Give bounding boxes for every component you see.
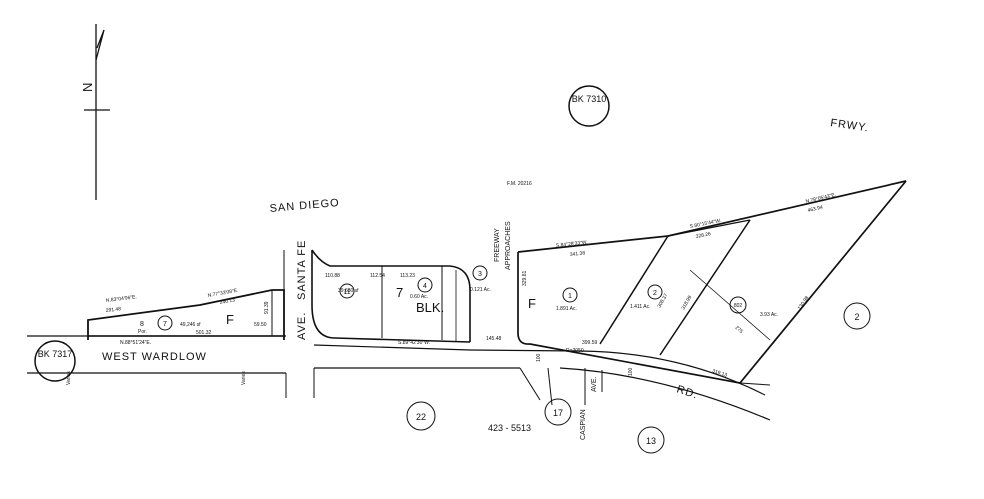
sheet-badge-bk7317 (34, 340, 76, 382)
bearing-b5: S.80°15'44"W. (689, 218, 722, 230)
bk-label-current: BK 7310 (572, 94, 607, 104)
street-ave: AVE. (296, 312, 308, 340)
distance-d15: 319.13 (711, 368, 728, 378)
adjacent-page-13: 13 (646, 436, 656, 446)
note-varies-1: Varies (66, 371, 72, 385)
bearing-b6: N.78°05'43"E. (805, 192, 837, 205)
parcel-4-area: 0.60 Ac. (410, 294, 428, 300)
street-approaches: APPROACHES (505, 221, 512, 270)
street-caspian: CASPIAN (580, 409, 587, 440)
parcel-802-area: 3.93 Ac. (760, 312, 778, 318)
parcel-802-number: 802 (734, 303, 743, 309)
street-rd: RD. (675, 383, 700, 401)
block-f-east: F (528, 296, 536, 311)
bearing-b3-dist: 501.32 (196, 330, 212, 336)
bearing-b1: N.83°04'06"E. (106, 294, 138, 304)
north-arrow-icon (84, 24, 110, 200)
distance-d1: 59.50 (254, 322, 267, 328)
bearing-b1-dist: 291.48 (106, 306, 122, 314)
parcel-3-area: 0.121 Ac. (470, 287, 491, 293)
parcel-1-number: 1 (568, 293, 572, 300)
bearing-b7: S.89°42'30"W. (398, 340, 430, 346)
street-san-diego: SAN DIEGO (269, 197, 340, 215)
distance-d6: R=2050 (566, 348, 584, 354)
distance-d7: 399.59 (582, 340, 598, 346)
distance-d2: 91.39 (264, 301, 270, 314)
parcel-8-number: 8 (140, 321, 144, 328)
bearing-b7-dist: 145.48 (486, 336, 502, 342)
sheet-badge-bk7310 (568, 85, 610, 127)
bearing-b4: S.84°28'33"W. (556, 240, 588, 249)
adjacent-page-17: 17 (553, 408, 563, 418)
street-santa-fe: SANTA FE (296, 240, 308, 300)
bearing-b6-dist: 463.94 (807, 205, 823, 214)
bearing-b3: N.88°51'24"E. (120, 340, 151, 346)
note-varies-2: Varies (241, 371, 247, 385)
bearing-b4-dist: 341.38 (570, 250, 586, 258)
parcel-3-number: 3 (478, 271, 482, 278)
adjacent-page-22: 22 (416, 412, 426, 422)
block-f-west: F (226, 312, 234, 327)
north-label: N (80, 83, 95, 92)
blk-number: 7 (396, 285, 403, 300)
bk-label-west: BK 7317 (38, 349, 73, 359)
street-caspian-ave: AVE. (591, 377, 598, 392)
distance-d11: 130.98 (797, 295, 811, 311)
bearing-b5-dist: 328.26 (695, 231, 711, 240)
bearing-b2: N.77°33'08"E. (207, 288, 239, 299)
bearing-b2-dist: 240.13 (219, 297, 235, 306)
street-lines (27, 335, 771, 421)
parcel-2-area: 1.411 Ac. (630, 304, 650, 310)
parcel-circles (157, 265, 747, 331)
tract-reference: 423 - 5513 (488, 423, 531, 433)
distance-d8: 308.37 (657, 293, 670, 309)
parcel-1-area: 1.891 Ac. (556, 306, 577, 312)
parcel-4-number: 4 (423, 283, 427, 290)
parcel-8-por: Por. (138, 329, 147, 335)
parcel-11-area: 39,630 sf (338, 288, 359, 294)
distance-d5: 113.23 (400, 273, 415, 279)
parcel-boundaries (87, 180, 907, 386)
parcel-11-number: 11 (343, 289, 350, 296)
distance-d13: 100 (628, 367, 634, 376)
fm-reference: F.M. 20216 (507, 181, 532, 187)
street-frwy: FRWY. (830, 117, 870, 134)
street-freeway: FREEWAY (494, 228, 501, 262)
parcel-2-number: 2 (653, 290, 657, 297)
distance-d3: 110.88 (325, 273, 340, 279)
distance-d10: 275 (734, 325, 744, 335)
distance-d14: 329.81 (522, 270, 528, 286)
parcel-7-area: 49,246 sf (180, 322, 201, 328)
distance-d12: 100 (536, 353, 542, 362)
blk-label: BLK. (416, 300, 444, 315)
parcel-7-number: 7 (163, 321, 167, 328)
map-sheet-badges (34, 85, 610, 382)
adjacent-page-circles (406, 302, 871, 454)
adjacent-page-2: 2 (854, 312, 859, 322)
distance-d4: 112.54 (370, 273, 385, 279)
street-west-wardlow: WEST WARDLOW (102, 351, 207, 363)
